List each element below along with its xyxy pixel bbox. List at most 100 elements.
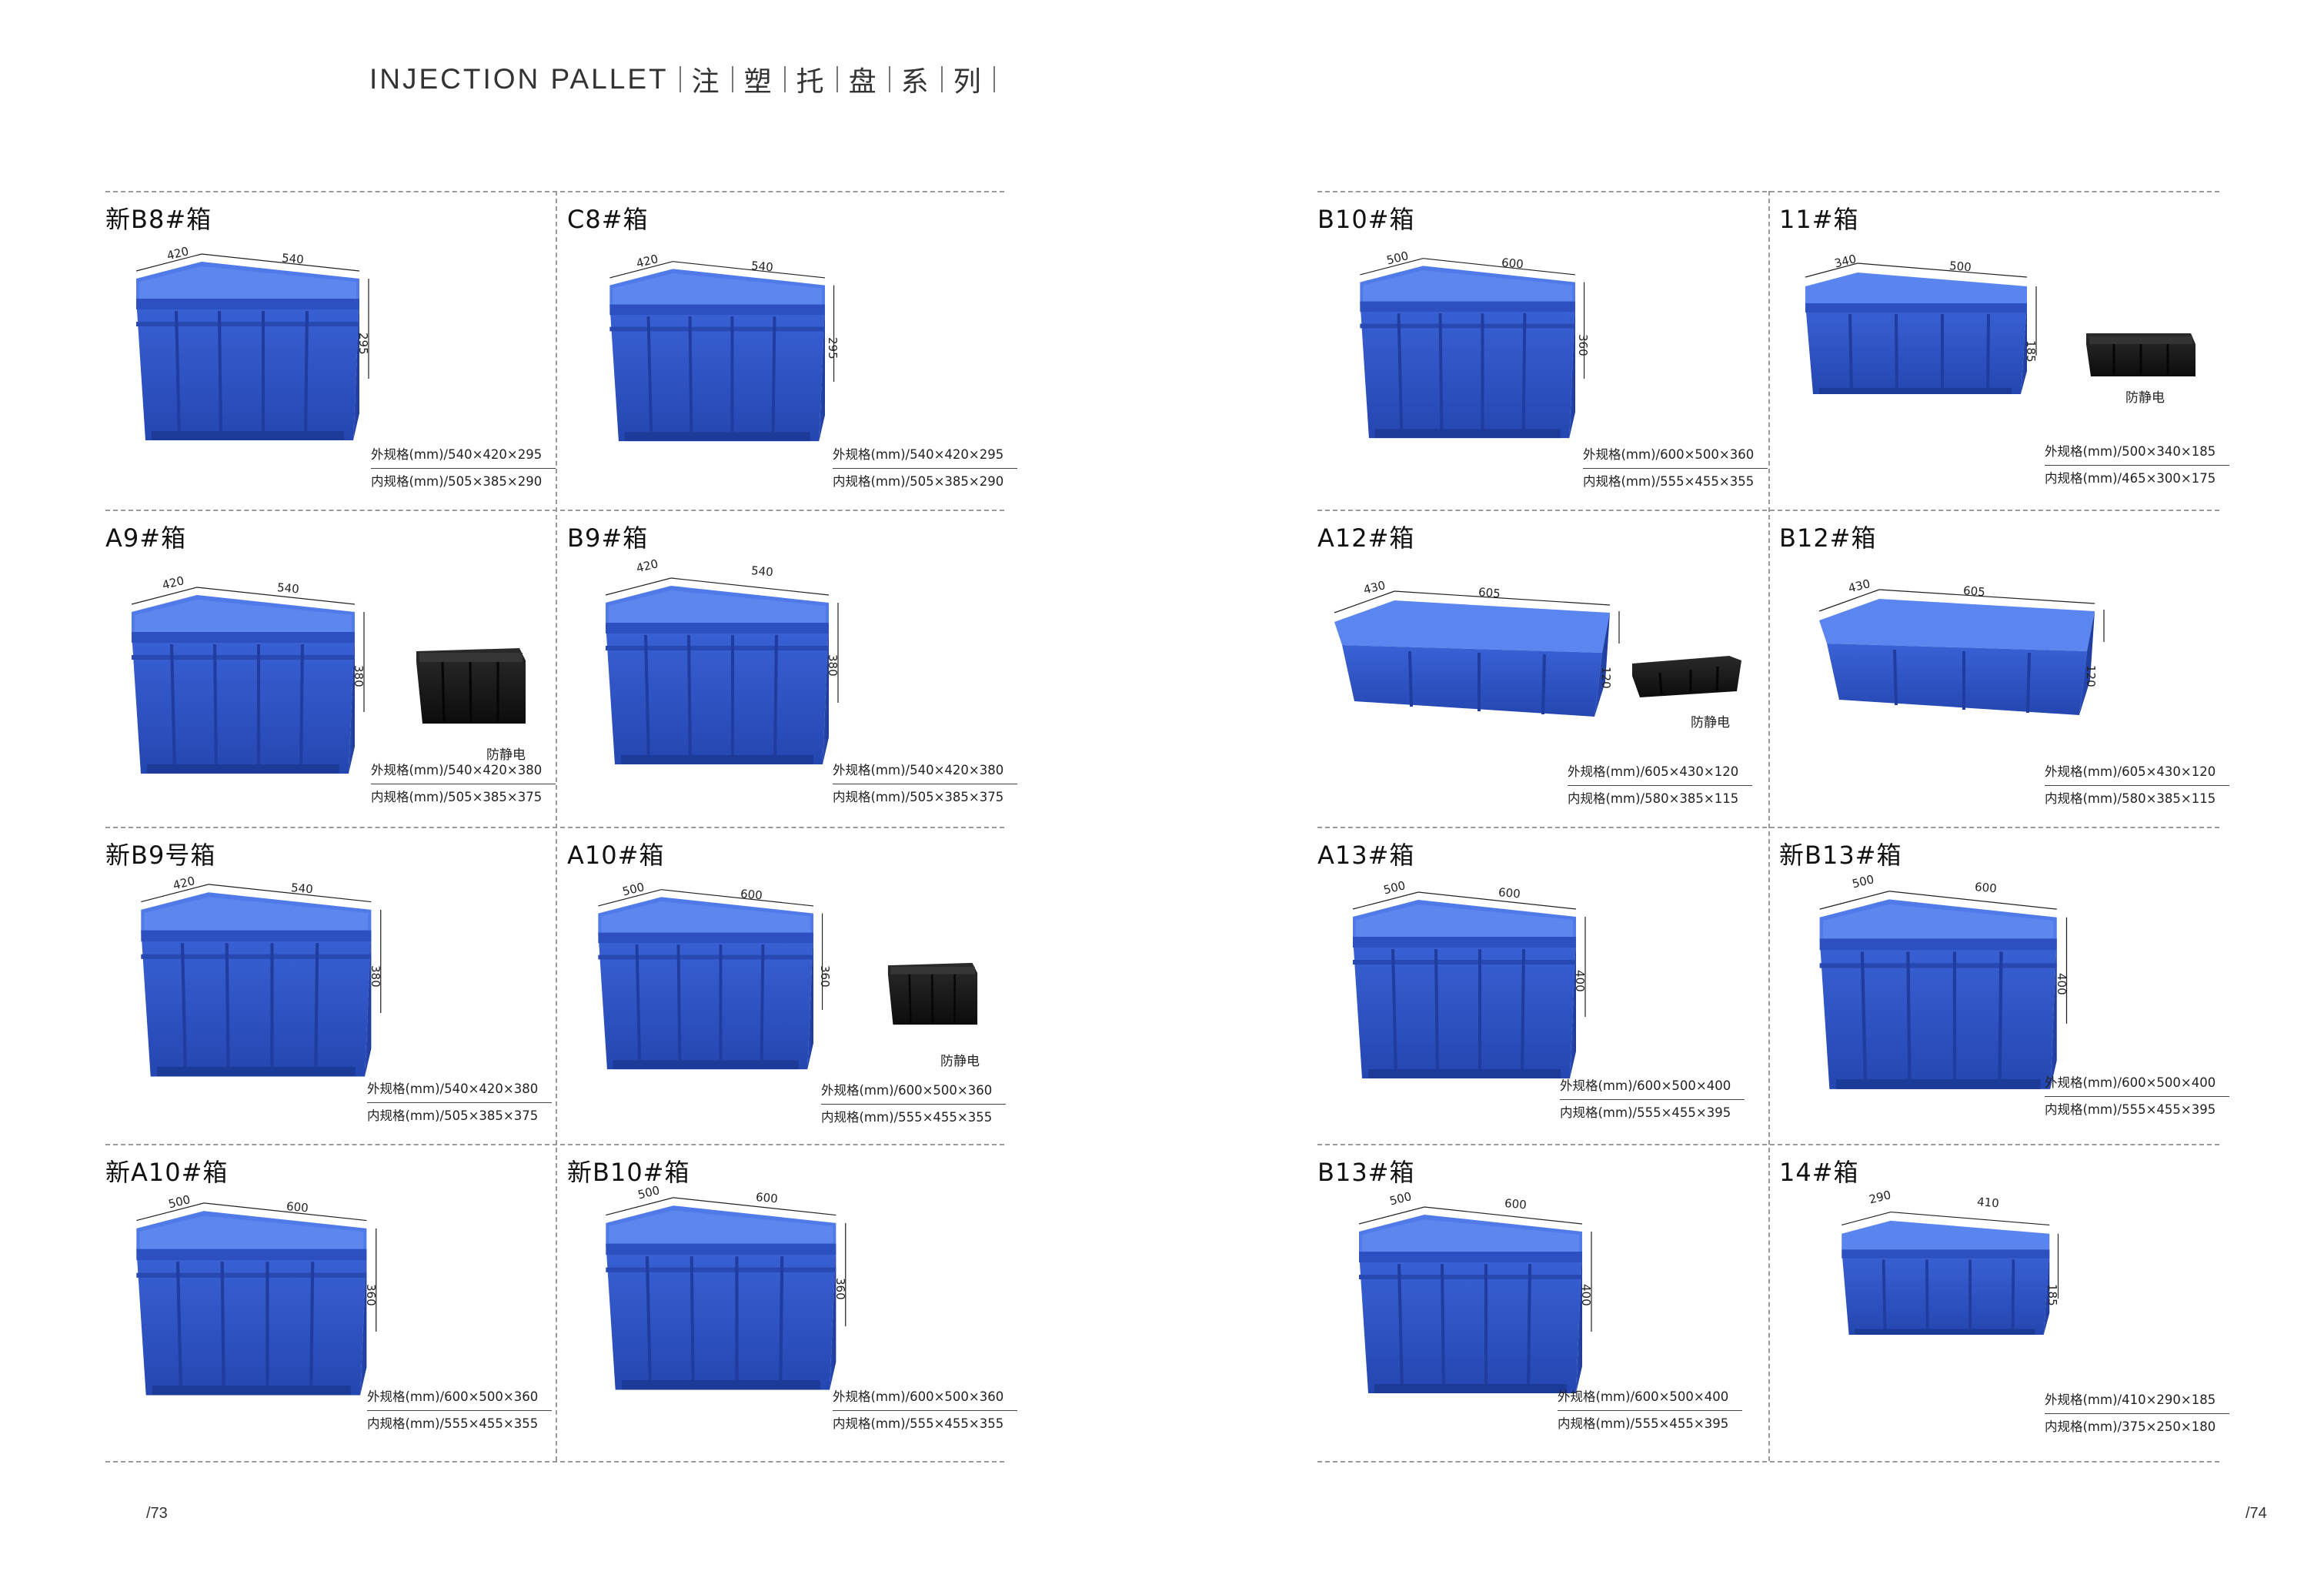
outer-spec: 外规格(mm)/605×430×120	[1568, 759, 1752, 786]
outer-spec: 外规格(mm)/600×500×360	[821, 1078, 1006, 1105]
product-name: 新B8#箱	[105, 205, 212, 234]
dimension-label: 600	[1504, 1196, 1528, 1212]
outer-spec: 外规格(mm)/540×420×295	[833, 442, 1017, 469]
spec-block: 外规格(mm)/540×420×295 内规格(mm)/505×385×290	[371, 442, 556, 495]
page-number-right: /74	[2246, 1505, 2267, 1522]
dimension-label: 600	[285, 1199, 309, 1215]
dimension-label: 120	[2084, 665, 2098, 687]
outer-spec: 外规格(mm)/605×430×120	[2045, 759, 2229, 786]
dimension-label: 185	[2024, 340, 2038, 363]
outer-spec: 外规格(mm)/600×500×360	[367, 1384, 552, 1411]
dimension-label: 185	[2045, 1283, 2059, 1306]
header-title-cn-char: 盘	[848, 66, 878, 98]
dimension-label: 400	[1579, 1283, 1593, 1306]
spec-block: 外规格(mm)/600×500×360 内规格(mm)/555×455×355	[1583, 442, 1768, 495]
inner-spec: 内规格(mm)/555×455×355	[833, 1416, 1004, 1431]
dimension-label: 600	[1973, 879, 1998, 895]
inner-spec: 内规格(mm)/580×385×115	[2045, 791, 2216, 806]
header-separator	[836, 66, 838, 92]
dimension-label: 540	[281, 251, 305, 267]
spec-block: 外规格(mm)/600×500×360 内规格(mm)/555×455×355	[367, 1384, 552, 1437]
dimension-label: 540	[750, 563, 774, 580]
header-title-cn-char: 列	[953, 66, 983, 98]
dimension-label: 295	[356, 333, 370, 355]
inner-spec: 内规格(mm)/375×250×180	[2045, 1419, 2216, 1434]
outer-spec: 外规格(mm)/410×290×185	[2045, 1387, 2229, 1414]
dimension-label: 500	[1948, 259, 1972, 275]
outer-spec: 外规格(mm)/540×420×295	[371, 442, 556, 469]
inner-spec: 内规格(mm)/555×455×395	[1558, 1416, 1729, 1431]
row-divider	[105, 1144, 1004, 1145]
spec-block: 外规格(mm)/500×340×185 内规格(mm)/465×300×175	[2045, 439, 2229, 492]
inner-spec: 内规格(mm)/580×385×115	[1568, 791, 1739, 806]
dimension-label: 600	[740, 886, 763, 903]
product-name: A13#箱	[1317, 841, 1415, 870]
column-divider	[1768, 191, 1770, 1461]
dimension-label: 380	[369, 965, 382, 988]
row-divider	[1317, 1461, 2219, 1463]
spec-block: 外规格(mm)/600×500×400 内规格(mm)/555×455×395	[2045, 1070, 2229, 1123]
spec-block: 外规格(mm)/605×430×120 内规格(mm)/580×385×115	[2045, 759, 2229, 812]
anti-static-variant: 防静电	[413, 644, 529, 763]
product-name: 新A10#箱	[105, 1158, 229, 1187]
header-title-cn-char: 注	[691, 66, 721, 98]
product-name: 新B9号箱	[105, 841, 216, 870]
inner-spec: 内规格(mm)/505×385×375	[367, 1108, 539, 1123]
spec-block: 外规格(mm)/540×420×295 内规格(mm)/505×385×290	[833, 442, 1017, 495]
product-name: A10#箱	[567, 841, 665, 870]
product-name: C8#箱	[567, 205, 649, 234]
header-title-cn-char: 系	[900, 66, 930, 98]
header-title-cn-char: 塑	[743, 66, 773, 98]
outer-spec: 外规格(mm)/600×500×400	[2045, 1070, 2229, 1097]
page-number-left: /73	[146, 1505, 168, 1522]
dimension-label: 120	[1599, 667, 1613, 689]
row-divider	[105, 510, 1004, 511]
dimension-label: 400	[2055, 972, 2069, 995]
inner-spec: 内规格(mm)/555×455×395	[1560, 1105, 1731, 1120]
dimension-label: 400	[1573, 969, 1587, 992]
catalog-header: INJECTION PALLET 注 塑 托 盘 系 列	[369, 60, 1006, 99]
product-name: A9#箱	[105, 523, 187, 553]
anti-static-variant: 防静电	[875, 959, 990, 1069]
dimension-label: 380	[352, 664, 366, 687]
header-title-en: INJECTION PALLET	[369, 63, 669, 95]
anti-static-label: 防静电	[2125, 390, 2165, 406]
spec-block: 外规格(mm)/540×420×380 内规格(mm)/505×385×375	[833, 757, 1017, 811]
inner-spec: 内规格(mm)/505×385×375	[833, 790, 1004, 804]
spec-block: 外规格(mm)/605×430×120 内规格(mm)/580×385×115	[1568, 759, 1752, 812]
header-separator	[993, 66, 995, 92]
row-divider	[105, 1461, 1004, 1463]
spec-block: 外规格(mm)/600×500×360 内规格(mm)/555×455×355	[833, 1384, 1017, 1437]
dimension-label: 360	[833, 1277, 847, 1300]
product-name: B10#箱	[1317, 205, 1415, 234]
outer-spec: 外规格(mm)/500×340×185	[2045, 439, 2229, 466]
spec-block: 外规格(mm)/600×500×360 内规格(mm)/555×455×355	[821, 1078, 1006, 1131]
inner-spec: 内规格(mm)/555×455×395	[2045, 1102, 2216, 1117]
inner-spec: 内规格(mm)/505×385×375	[371, 790, 543, 804]
column-divider	[556, 191, 557, 1461]
dimension-label: 540	[290, 881, 314, 897]
inner-spec: 内规格(mm)/555×455×355	[821, 1110, 993, 1125]
inner-spec: 内规格(mm)/505×385×290	[371, 474, 543, 489]
dimension-label: 380	[826, 654, 840, 677]
product-name: B12#箱	[1779, 523, 1877, 553]
dimension-label: 410	[1975, 1195, 2000, 1211]
dimension-label: 295	[826, 337, 840, 359]
